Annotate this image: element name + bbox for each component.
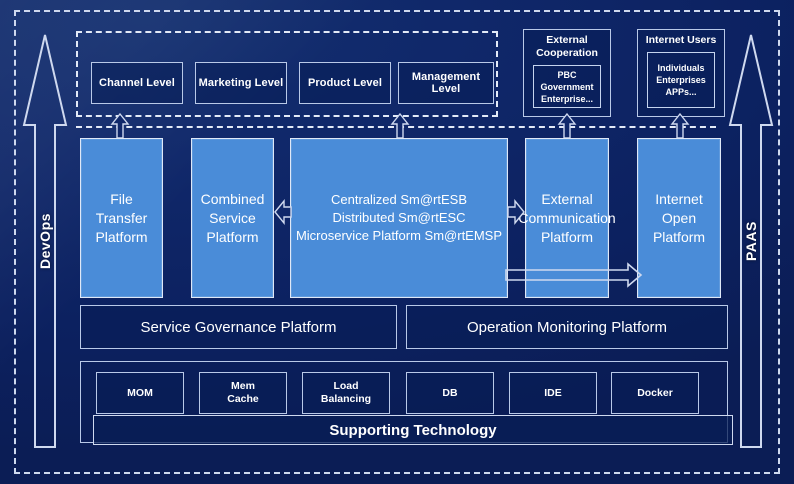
level-box-management[interactable]: Management Level xyxy=(398,62,494,104)
devops-arrow-icon xyxy=(22,34,68,448)
supporting-technology-bar[interactable]: Supporting Technology xyxy=(93,415,733,445)
devops-pillar: DevOps xyxy=(22,32,68,450)
level-label: Marketing Level xyxy=(198,77,284,89)
level-box-channel[interactable]: Channel Level xyxy=(91,62,183,104)
external-cooperation-item-line1: PBC Government xyxy=(540,69,594,92)
tech-box-docker[interactable]: Docker xyxy=(611,372,699,414)
tech-box-mem-cache[interactable]: Mem Cache xyxy=(199,372,287,414)
up-arrow-icon-channel xyxy=(110,112,130,139)
external-cooperation-inner-box: PBC Government Enterprise... xyxy=(533,65,601,108)
tech-label: MOM xyxy=(127,386,153,399)
tech-label: Cache xyxy=(227,393,259,405)
tech-label: Load xyxy=(333,380,359,392)
tech-label: IDE xyxy=(544,386,562,399)
tech-box-db[interactable]: DB xyxy=(406,372,494,414)
tech-label: DB xyxy=(442,386,458,399)
paas-pillar: PAAS xyxy=(728,32,774,450)
platform-line: Platform xyxy=(652,228,706,245)
platform-line: Communication xyxy=(518,209,616,226)
internet-users-inner-box: Individuals Enterprises APPs... xyxy=(647,52,715,108)
internet-users-item-line2: Enterprises xyxy=(656,75,706,85)
platform-line: Internet xyxy=(655,190,703,207)
platform-line: Platform xyxy=(540,228,594,245)
level-label: Channel Level xyxy=(99,77,175,89)
external-cooperation-title-line2: Cooperation xyxy=(536,47,598,59)
platform-line: File xyxy=(110,190,133,207)
operation-monitoring-platform[interactable]: Operation Monitoring Platform xyxy=(406,305,728,349)
devops-label: DevOps xyxy=(37,213,53,269)
internet-users-item-line1: Individuals xyxy=(657,63,705,73)
external-cooperation-group[interactable]: External Cooperation PBC Government Ente… xyxy=(523,29,611,117)
platform-line: Platform xyxy=(95,228,148,245)
platform-line: Service xyxy=(209,209,256,226)
platform-line: Platform xyxy=(206,228,259,245)
platform-boundary-divider xyxy=(76,126,716,128)
up-arrow-icon-center xyxy=(390,112,410,139)
platform-centralized-esb[interactable]: Centralized Sm@rtESB Distributed Sm@rtES… xyxy=(290,138,508,298)
platform-file-transfer[interactable]: File Transfer Platform xyxy=(80,138,163,298)
up-arrow-icon-internet-users xyxy=(670,112,690,139)
application-levels-group xyxy=(76,31,498,117)
long-right-arrow-icon-center-to-internet-open xyxy=(505,262,643,288)
platform-line: Centralized Sm@rtESB xyxy=(330,192,468,207)
platform-line: Transfer xyxy=(95,209,148,226)
paas-label: PAAS xyxy=(743,221,759,261)
operation-monitoring-label: Operation Monitoring Platform xyxy=(466,318,668,336)
tech-box-load-balancing[interactable]: Load Balancing xyxy=(302,372,390,414)
internet-users-title: Internet Users xyxy=(638,34,724,47)
service-governance-platform[interactable]: Service Governance Platform xyxy=(80,305,397,349)
platform-internet-open[interactable]: Internet Open Platform xyxy=(637,138,721,298)
platform-line: Microservice Platform Sm@rtEMSP xyxy=(295,228,503,243)
platform-line: Open xyxy=(661,209,697,226)
platform-line: Distributed Sm@rtESC xyxy=(332,210,466,225)
tech-label: Mem xyxy=(231,380,255,392)
tech-label: Balancing xyxy=(320,393,372,405)
level-label: Management Level xyxy=(411,71,481,95)
paas-arrow-icon xyxy=(728,34,774,448)
tech-box-ide[interactable]: IDE xyxy=(509,372,597,414)
platform-line: External xyxy=(541,190,593,207)
level-label: Product Level xyxy=(307,77,383,89)
tech-box-mom[interactable]: MOM xyxy=(96,372,184,414)
tech-label: Docker xyxy=(637,386,673,399)
external-cooperation-title: External Cooperation xyxy=(524,34,610,60)
internet-users-title-line1: Internet Users xyxy=(645,34,717,46)
internet-users-group[interactable]: Internet Users Individuals Enterprises A… xyxy=(637,29,725,117)
supporting-technology-label: Supporting Technology xyxy=(329,421,497,439)
platform-line: Combined xyxy=(200,190,265,207)
platform-combined-service[interactable]: Combined Service Platform xyxy=(191,138,274,298)
left-arrow-icon-combined-to-center xyxy=(274,199,292,225)
external-cooperation-item-line2: Enterprise... xyxy=(540,93,594,104)
external-cooperation-title-line1: External xyxy=(546,34,588,46)
level-box-marketing[interactable]: Marketing Level xyxy=(195,62,287,104)
right-arrow-icon-center-to-external xyxy=(507,199,525,225)
outer-dashed-frame xyxy=(14,10,780,474)
up-arrow-icon-external-cooperation xyxy=(557,112,577,139)
level-box-product[interactable]: Product Level xyxy=(299,62,391,104)
service-governance-label: Service Governance Platform xyxy=(140,318,337,336)
internet-users-item-line3: APPs... xyxy=(665,87,697,97)
platform-external-communication[interactable]: External Communication Platform xyxy=(518,138,616,298)
